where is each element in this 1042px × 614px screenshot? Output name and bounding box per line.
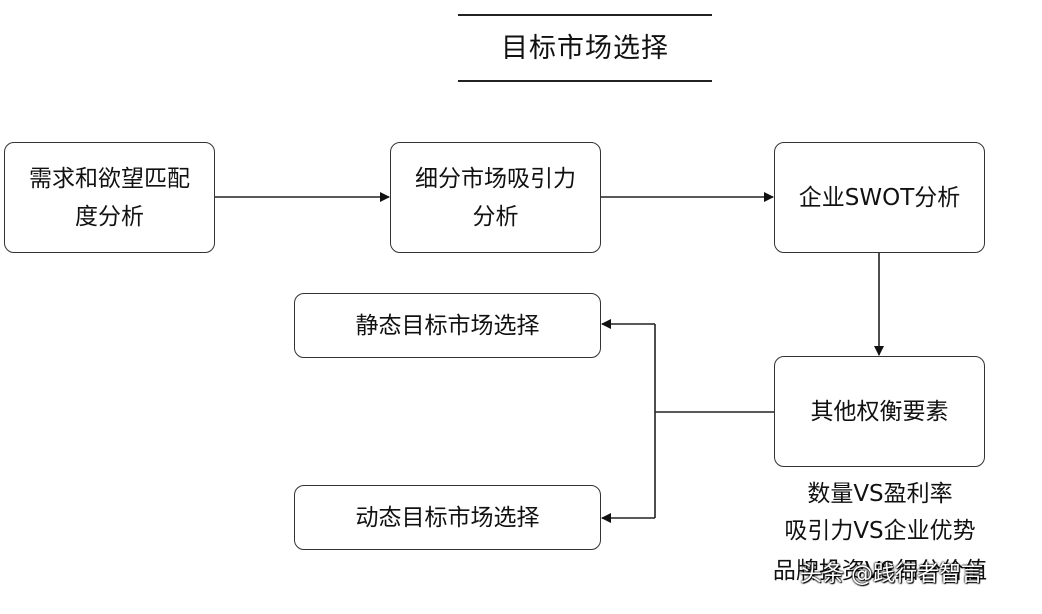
tradeoff-note: 品牌投资VS细分价值 [772,558,988,584]
title-rule-top [458,14,712,16]
source-watermark: 头条 @践行者智言 [800,562,983,587]
node-other-label: 其他权衡要素 [810,398,949,425]
tradeoff-note: 数量VS盈利率 [807,481,953,507]
node-static-selection: 静态目标市场选择 [294,293,601,358]
node-demand-label: 需求和欲望匹配度分析 [29,165,190,230]
node-demand-matching: 需求和欲望匹配度分析 [4,142,215,253]
node-swot-label: 企业SWOT分析 [798,184,961,211]
node-swot-analysis: 企业SWOT分析 [774,142,985,253]
node-static-label: 静态目标市场选择 [355,312,540,339]
node-other-factors: 其他权衡要素 [774,356,985,467]
node-segment-attractiveness: 细分市场吸引力分析 [390,142,601,253]
node-attract-label: 细分市场吸引力分析 [415,165,576,230]
diagram-title: 目标市场选择 [501,33,669,64]
node-dynamic-label: 动态目标市场选择 [355,504,540,531]
title-rule-bottom [458,80,712,82]
diagram-title-block: 目标市场选择 [458,14,712,82]
node-dynamic-selection: 动态目标市场选择 [294,485,601,550]
tradeoff-note: 吸引力VS企业优势 [784,518,976,544]
